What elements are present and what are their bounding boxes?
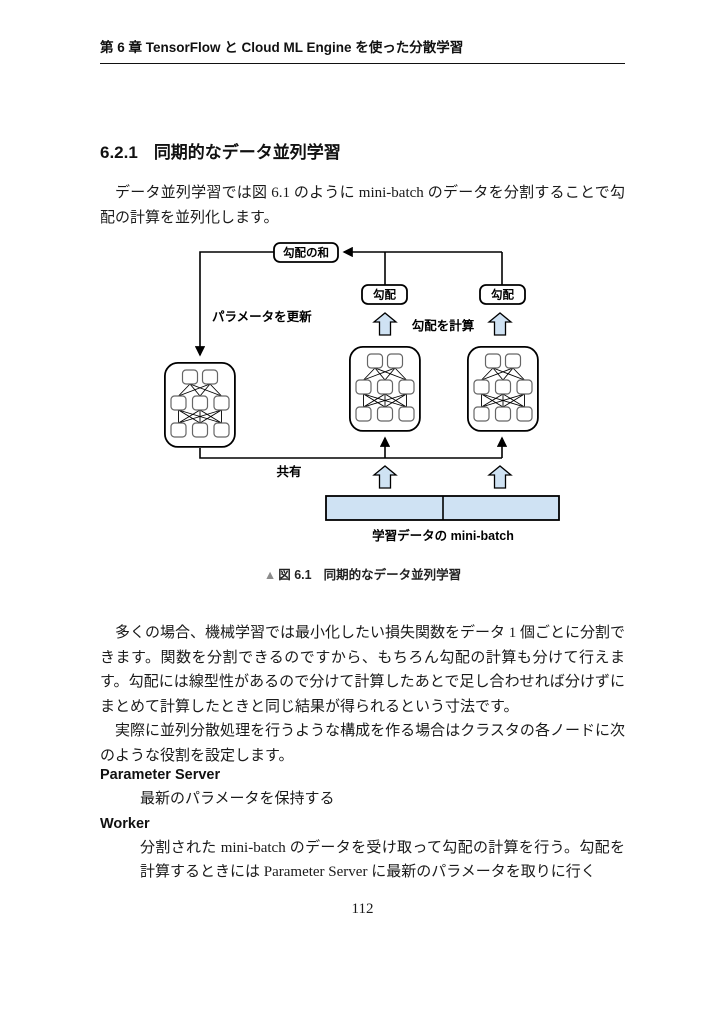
share-label: 共有: [276, 464, 301, 479]
page-number: 112: [351, 901, 374, 917]
gradient-label-right: 勾配: [491, 288, 514, 302]
gradient-box-right: [479, 284, 526, 305]
figure-6-1-diagram: 勾配の和 勾配 勾配 パラメータを更新 勾配を計算 共有 学習データの mini…: [163, 242, 560, 543]
gradient-sum-box: [273, 242, 339, 263]
gradient-sum-label: 勾配の和: [283, 246, 329, 260]
figure-caption-number: 図 6.1: [278, 568, 312, 582]
worker-network-2: [466, 345, 539, 432]
definition-term-parameter-server: Parameter Server: [100, 767, 221, 783]
parameter-server-network: [163, 361, 236, 448]
gradient-box-middle: [361, 284, 408, 305]
worker-network-1: [348, 345, 421, 432]
up-arrow-icon: [488, 312, 512, 336]
compute-gradient-label: 勾配を計算: [412, 318, 475, 333]
section-title: 同期的なデータ並列学習: [153, 143, 341, 162]
param-update-line: [194, 251, 274, 357]
update-params-label: パラメータを更新: [212, 309, 312, 324]
role-definition-list: Parameter Server 最新のパラメータを保持する Worker 分割…: [100, 764, 625, 886]
gradient-node-middle: 勾配: [361, 284, 408, 305]
gradient-sum-node: 勾配の和: [273, 242, 339, 263]
definition-desc-parameter-server: 最新のパラメータを保持する: [140, 791, 335, 807]
up-arrow-icon: [373, 465, 397, 489]
paragraph-body-2: 実際に並列分散処理を行うような構成を作る場合はクラスタの各ノードに次のような役割…: [100, 723, 625, 764]
body-text: 多くの場合、機械学習では最小化したい損失関数をデータ 1 個ごとに分割できます。…: [100, 621, 625, 768]
caption-triangle-icon: ▲: [263, 568, 277, 582]
running-header: 第 6 章 TensorFlow と Cloud ML Engine を使った分…: [100, 36, 625, 64]
definition-term-worker: Worker: [100, 815, 150, 832]
section-heading: 6.2.1 同期的なデータ並列学習: [100, 138, 341, 163]
section-number: 6.2.1: [100, 143, 138, 162]
paragraph-intro: データ並列学習では図 6.1 のように mini-batch のデータを分割する…: [100, 185, 625, 226]
minibatch-bar: [325, 495, 560, 521]
gradient-node-right: 勾配: [479, 284, 526, 305]
up-arrow-icon: [373, 312, 397, 336]
paragraph-body-1: 多くの場合、機械学習では最小化したい損失関数をデータ 1 個ごとに分割できます。…: [100, 625, 626, 715]
figure-caption: ▲図 6.1 同期的なデータ並列学習: [0, 564, 725, 583]
gradient-label-middle: 勾配: [373, 288, 396, 302]
definition-desc-worker: 分割された mini-batch のデータを受け取って勾配の計算を行う。勾配を計…: [140, 839, 625, 881]
up-arrow-icon: [488, 465, 512, 489]
figure-caption-title: 同期的なデータ並列学習: [323, 568, 462, 582]
running-header-text: 第 6 章 TensorFlow と Cloud ML Engine を使った分…: [100, 40, 464, 55]
minibatch-label: 学習データの mini-batch: [372, 528, 514, 543]
share-line: [199, 448, 502, 459]
